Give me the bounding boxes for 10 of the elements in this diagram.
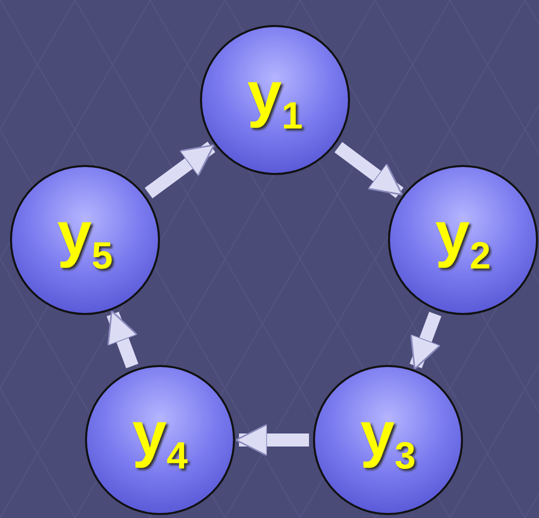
arrow [410,312,442,370]
variable-label: y$_{4}$ [132,404,188,476]
variable-label: y$_{3}$ [360,404,416,476]
variable-label: y$_{1}$ [247,64,303,136]
arrow [106,310,138,368]
arrow [334,142,404,198]
variable-label: y$_{2}$ [435,204,491,276]
arrow [235,424,309,456]
arrow [144,142,216,198]
variable-label: y$_{5}$ [57,204,113,276]
